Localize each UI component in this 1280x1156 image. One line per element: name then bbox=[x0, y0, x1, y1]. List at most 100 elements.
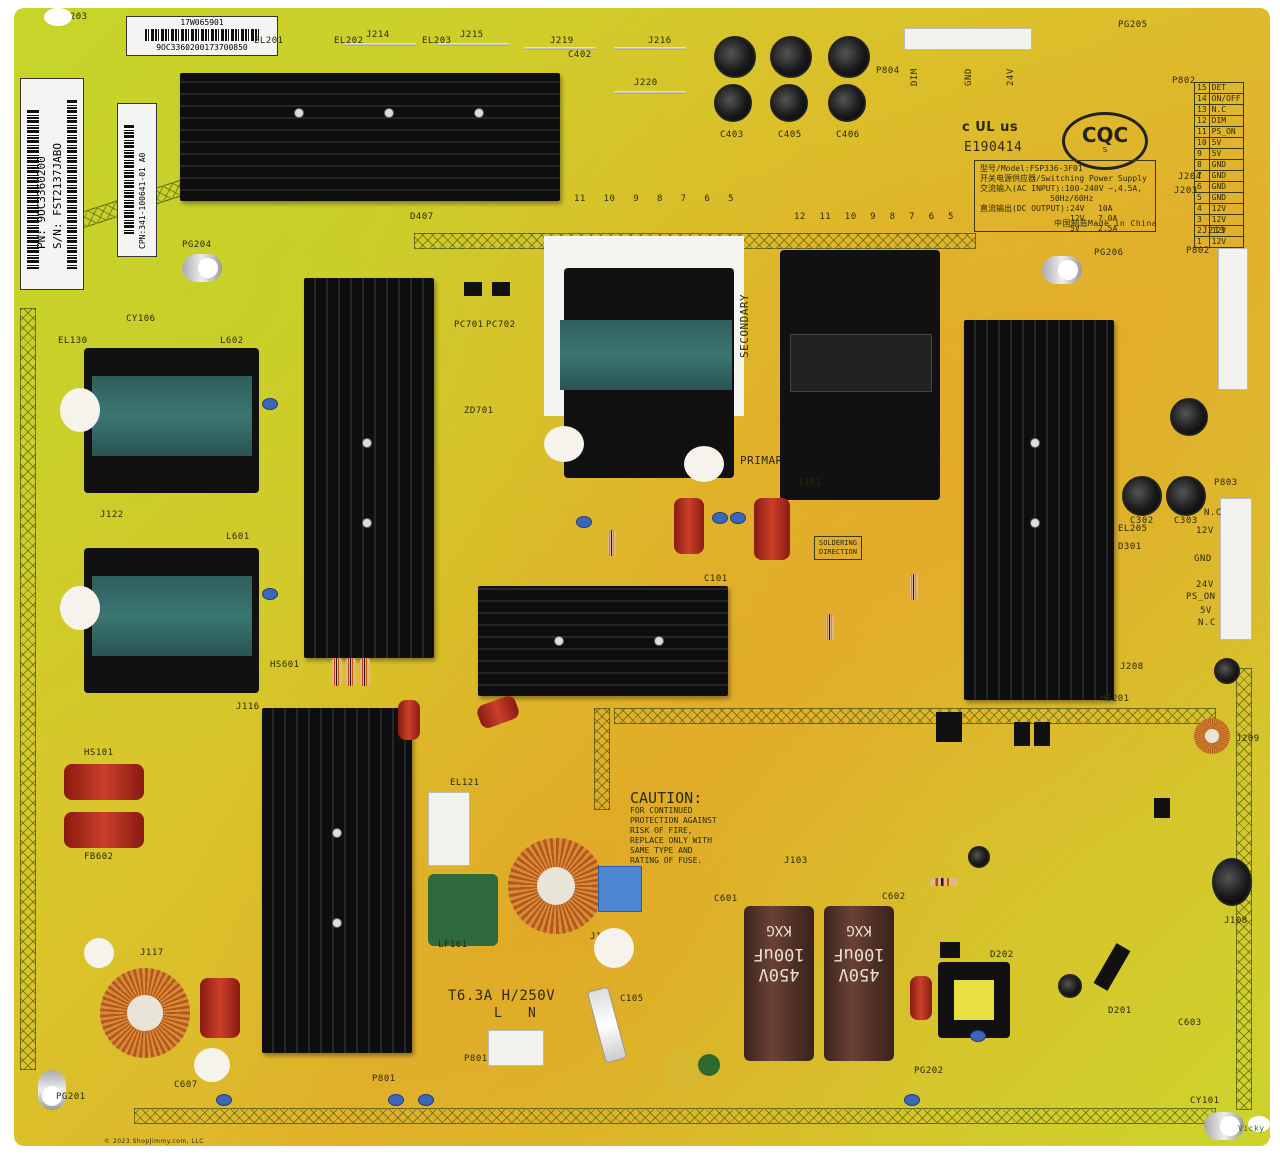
y-capacitor bbox=[970, 1030, 986, 1042]
cap-capacitance: 100uF bbox=[753, 944, 805, 964]
t701-pin: 11 bbox=[574, 194, 586, 204]
refdes-el130: EL130 bbox=[58, 336, 88, 346]
cap-brand: KXG bbox=[846, 922, 872, 938]
type-line: 开关电源供应器/Switching Power Supply bbox=[980, 174, 1147, 183]
refdes-p801: P801 bbox=[464, 1054, 488, 1064]
capacitor-c706 bbox=[576, 516, 592, 528]
capacitor-c702 bbox=[712, 512, 728, 524]
optocoupler-pc701 bbox=[464, 282, 482, 296]
jumper-j220 bbox=[614, 91, 686, 94]
refdes-pg205: PG205 bbox=[1118, 20, 1148, 30]
resistor-r621 bbox=[332, 658, 342, 686]
refdes-hs401: C402 bbox=[568, 50, 592, 60]
cap-capacitance: 100uF bbox=[833, 944, 885, 964]
y-capacitor-cy107 bbox=[216, 1094, 232, 1106]
top-barcode-sticker: 17W065901 9OC3360200173700850 bbox=[126, 16, 278, 56]
transformer-t101-inner bbox=[790, 334, 932, 392]
caution-line: PROTECTION AGAINST bbox=[630, 816, 717, 825]
pin-signal: 5V bbox=[1208, 148, 1244, 160]
pin-signal: DIM bbox=[1208, 115, 1244, 127]
t101-pin: 11 bbox=[819, 212, 832, 222]
output-row-24v: 直流输出(DC OUTPUT): 24V 10A bbox=[980, 204, 1150, 214]
capacitor-c302 bbox=[1122, 476, 1162, 516]
capacitor-c625 bbox=[398, 700, 420, 740]
pin-signal: GND bbox=[1208, 181, 1244, 193]
screw bbox=[362, 518, 372, 528]
refdes-el202: EL202 bbox=[334, 36, 364, 46]
optocoupler-pc102 bbox=[936, 712, 962, 742]
resistor-r128 bbox=[826, 614, 834, 640]
refdes-el205: EL205 bbox=[1118, 524, 1148, 534]
t101-pin: 6 bbox=[928, 212, 935, 222]
refdes-c303: C303 bbox=[1174, 516, 1198, 526]
refdes-j220: J220 bbox=[634, 78, 658, 88]
refdes-pg201: PG201 bbox=[56, 1092, 86, 1102]
top-sticker-line1: 17W065901 bbox=[180, 18, 224, 27]
ac-input-n: N bbox=[528, 1006, 537, 1021]
output-label: 直流输出(DC OUTPUT): bbox=[980, 204, 1070, 213]
capacitor-c511 bbox=[968, 846, 990, 868]
refdes-c608: HS101 bbox=[84, 748, 114, 758]
pin-signal: GND bbox=[1208, 159, 1244, 171]
capacitor-c404 bbox=[714, 84, 752, 122]
refdes-l601: L601 bbox=[226, 532, 250, 542]
ground-lug-pg202 bbox=[1204, 1112, 1244, 1140]
refdes-d301: D301 bbox=[1118, 542, 1142, 552]
t701-pin: 6 bbox=[704, 194, 711, 204]
left-sticker-sn: S/N: FST2137JABO bbox=[51, 143, 64, 249]
ul-mark: c UL us bbox=[962, 120, 1019, 135]
y-capacitor-cy103 bbox=[418, 1094, 434, 1106]
refdes-pg203: PG203 bbox=[58, 12, 88, 22]
connector-p803 bbox=[1220, 498, 1252, 640]
refdes-p803: P803 bbox=[1214, 478, 1238, 488]
heatsink-hs601 bbox=[304, 278, 434, 658]
capacitor-c512 bbox=[1058, 974, 1082, 998]
t501-winding bbox=[954, 980, 994, 1020]
connector-p804 bbox=[904, 28, 1032, 50]
refdes-cy101: PG202 bbox=[914, 1066, 944, 1076]
capacitor-cx101 bbox=[598, 866, 642, 912]
output-12v-voltage: 12V bbox=[1070, 214, 1085, 223]
jumper-j215 bbox=[437, 43, 509, 46]
capacitor-c303 bbox=[1166, 476, 1206, 516]
glue-blob bbox=[544, 426, 584, 462]
capacitor-c701 bbox=[674, 498, 704, 554]
pin-signal: 12V bbox=[1208, 203, 1244, 215]
refdes-c404: C403 bbox=[720, 130, 744, 140]
refdes-f101: C105 bbox=[620, 994, 644, 1004]
inductor-lf102 bbox=[698, 1054, 720, 1076]
ground-lug-pg204 bbox=[182, 254, 222, 282]
resistor-r623 bbox=[346, 658, 356, 686]
hatch-track-mid2 bbox=[614, 708, 1216, 724]
p803-sig-5v: 5V bbox=[1200, 606, 1212, 616]
t101-pin: 9 bbox=[870, 212, 877, 222]
caution-line: REPLACE ONLY WITH bbox=[630, 836, 712, 845]
cqc-text: CQC bbox=[1081, 123, 1129, 147]
capacitor-c405 bbox=[770, 84, 808, 122]
top-sticker-barcode bbox=[145, 29, 259, 41]
heatsink-hs701 bbox=[478, 586, 728, 696]
cap-brand: KXG bbox=[766, 922, 792, 938]
cap-voltage: 450V bbox=[758, 964, 800, 984]
fuse-caution-notice: CAUTION: FOR CONTINUED PROTECTION AGAINS… bbox=[630, 790, 717, 866]
signature: Vicky bbox=[1238, 1124, 1265, 1133]
refdes-j215: J215 bbox=[460, 30, 484, 40]
screw bbox=[362, 438, 372, 448]
refdes-cy107: C607 bbox=[174, 1080, 198, 1090]
t101-pin: 8 bbox=[889, 212, 896, 222]
output-row-5v: 5V 2.5A bbox=[980, 224, 1150, 234]
t701-pin: 9 bbox=[633, 194, 640, 204]
pin-signal: ON/OFF bbox=[1208, 93, 1244, 105]
input-freq: 50Hz/60Hz bbox=[1050, 194, 1094, 203]
pin-signal: 12V bbox=[1208, 236, 1244, 248]
inductor-l602-tape bbox=[92, 376, 252, 456]
refdes-pg206: PG206 bbox=[1094, 248, 1124, 258]
resistor-r728 bbox=[608, 530, 616, 556]
ground-lug-pg206 bbox=[1042, 256, 1082, 284]
